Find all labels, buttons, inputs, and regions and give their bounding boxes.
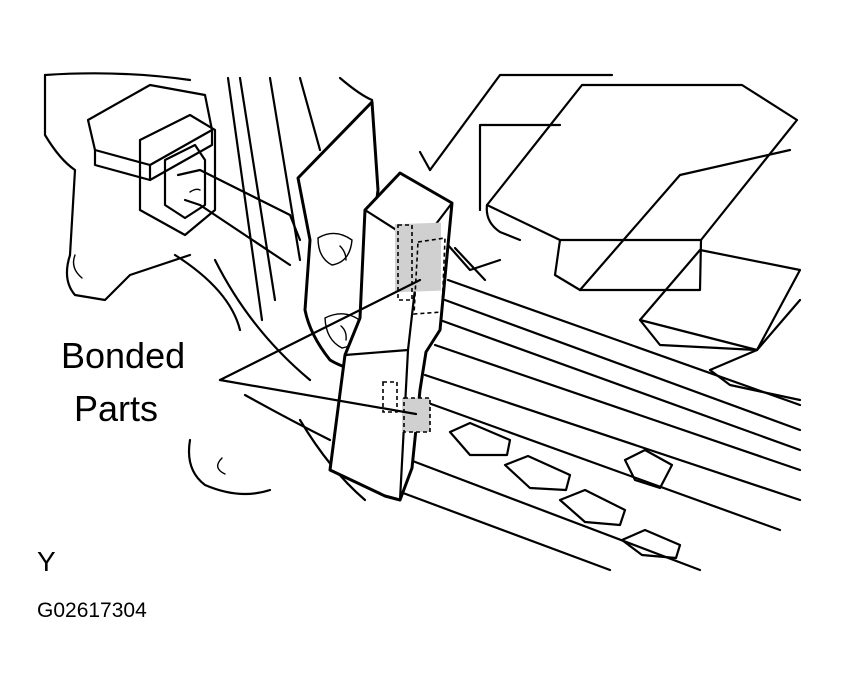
bonded-patch-upper xyxy=(395,222,446,315)
equipment-blocks xyxy=(418,73,802,402)
rail-tabs xyxy=(448,421,682,560)
callout-label-line2: Parts xyxy=(74,388,159,429)
connector-housing xyxy=(86,83,302,267)
floor-rails xyxy=(393,278,802,572)
callout-label-line1: Bonded xyxy=(61,335,186,376)
view-letter: Y xyxy=(37,546,56,577)
figure-code: G02617304 xyxy=(37,599,147,622)
callout-leaders xyxy=(218,278,422,416)
